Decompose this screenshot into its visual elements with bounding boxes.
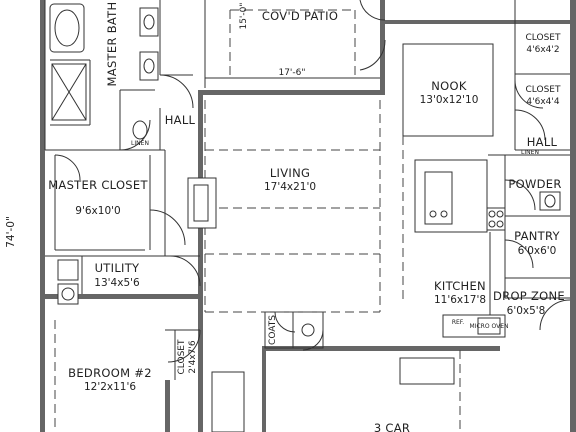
garage-label: 3 CAR bbox=[374, 421, 410, 432]
master-closet-label: MASTER CLOSET bbox=[48, 178, 148, 192]
kitchen-size: 11'6x17'8 bbox=[434, 294, 486, 306]
powder-label: POWDER bbox=[508, 177, 561, 191]
closet-1-size: 4'6x4'2 bbox=[526, 45, 559, 55]
master-bath-label: MASTER BATH bbox=[105, 2, 119, 87]
utility-size: 13'4x5'6 bbox=[94, 277, 140, 289]
closet-3-label: CLOSET bbox=[177, 339, 187, 374]
patio-depth-label: 15'-0" bbox=[239, 2, 249, 29]
kitchen-label: KITCHEN bbox=[434, 279, 486, 293]
coats-label: COATS bbox=[268, 315, 278, 345]
closet-2-size: 4'6x4'4 bbox=[526, 97, 559, 107]
pantry-size: 6'0x6'0 bbox=[518, 245, 557, 257]
room-labels: 74'-0" MASTER BATH LINEN 15'-0" COV'D PA… bbox=[5, 2, 565, 432]
doors bbox=[54, 0, 571, 363]
ceiling-lines bbox=[54, 9, 461, 432]
pantry-label: PANTRY bbox=[514, 229, 560, 243]
closet-1-label: CLOSET bbox=[526, 33, 561, 43]
drop-zone-label: DROP ZONE bbox=[493, 289, 565, 303]
drop-zone-size: 6'0x5'8 bbox=[507, 305, 546, 317]
hall-linen-label: LINEN bbox=[521, 149, 539, 156]
nook-label: NOOK bbox=[431, 79, 467, 93]
fireplace bbox=[187, 177, 217, 229]
covered-patio-label: COV'D PATIO bbox=[262, 9, 338, 23]
master-closet-size: 9'6x10'0 bbox=[75, 205, 120, 217]
patio-width-label: 17'-6" bbox=[278, 68, 305, 78]
fixtures bbox=[49, 3, 561, 432]
exterior-walls bbox=[40, 0, 576, 432]
interior-walls bbox=[44, 0, 570, 380]
bedroom-2-size: 12'2x11'6 bbox=[84, 381, 136, 393]
living-label: LIVING bbox=[270, 166, 310, 180]
living-size: 17'4x21'0 bbox=[264, 181, 316, 193]
closet-2-label: CLOSET bbox=[526, 85, 561, 95]
overall-dimension: 74'-0" bbox=[5, 216, 17, 248]
hall-left-label: HALL bbox=[165, 113, 196, 127]
bath-linen-label: LINEN bbox=[131, 140, 149, 147]
nook-size: 13'0x12'10 bbox=[420, 94, 479, 106]
closet-3-size: 2'4x7'6 bbox=[188, 340, 198, 373]
bedroom-2-label: BEDROOM #2 bbox=[68, 366, 152, 380]
micro-oven-label: MICRO OVEN bbox=[470, 323, 509, 330]
hall-right-label: HALL bbox=[527, 135, 558, 149]
ref-label: REF. bbox=[452, 319, 464, 326]
utility-label: UTILITY bbox=[95, 261, 140, 275]
